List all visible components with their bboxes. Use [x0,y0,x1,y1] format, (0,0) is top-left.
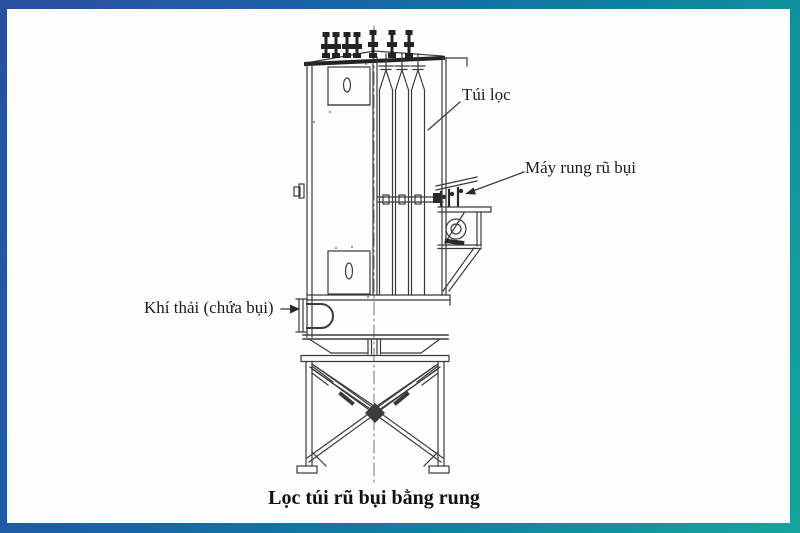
label-filter-bag: Túi lọc [462,85,511,104]
label-exhaust-inlet: Khí thải (chứa bụi) [144,298,274,317]
diagram-caption: Lọc túi rũ bụi bằng rung [268,487,480,509]
label-vibrator: Máy rung rũ bụi [525,158,636,177]
diagram-canvas [7,9,790,523]
